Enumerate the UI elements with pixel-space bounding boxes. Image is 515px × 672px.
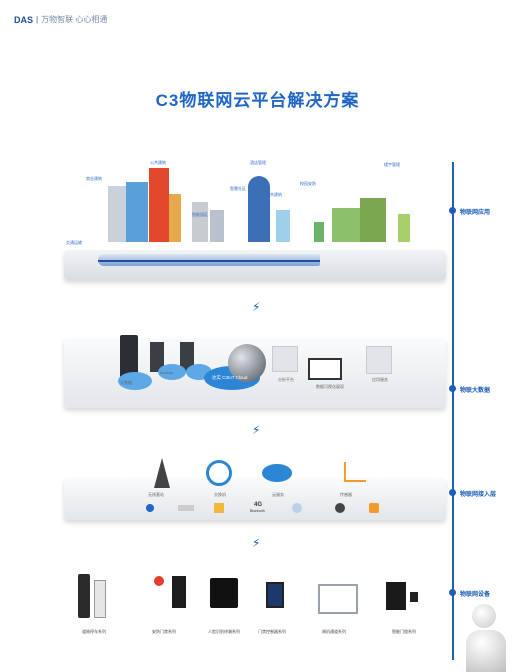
data-label-5: 应用服务 bbox=[372, 377, 388, 382]
header: DAS | 万物智联 心心相通 bbox=[14, 14, 107, 25]
building-orange bbox=[169, 194, 181, 242]
device-kiosk bbox=[172, 576, 186, 608]
access-platform bbox=[64, 478, 446, 520]
cloud-network-icon bbox=[262, 464, 292, 482]
zigbee-icon bbox=[292, 503, 302, 513]
tower-icon bbox=[154, 458, 170, 488]
device-face-terminal bbox=[210, 578, 238, 608]
device-terminal-2 bbox=[94, 580, 106, 618]
layer-dot-access bbox=[449, 489, 456, 496]
layer-label-data: 物联大数据 bbox=[460, 388, 491, 394]
thinking-figure bbox=[466, 604, 510, 672]
cloud-label: 达实 C3IoT Cloud bbox=[212, 375, 248, 380]
device-caption-6: 智能门锁系列 bbox=[392, 629, 416, 634]
layer-axis-line bbox=[452, 162, 454, 660]
layer-dot-app bbox=[449, 207, 456, 214]
city-scene bbox=[64, 162, 446, 284]
protocol-bluetooth: Bluetooth bbox=[250, 509, 265, 513]
layer-dot-data bbox=[449, 385, 456, 392]
device-terminal-1 bbox=[78, 574, 90, 618]
building-glass bbox=[276, 210, 290, 242]
flow-arrow-2: ⚡ bbox=[252, 423, 261, 437]
network-tree-icon bbox=[344, 462, 366, 482]
brand-logo: DAS bbox=[14, 14, 34, 25]
app-label-2: 商业建筑 bbox=[86, 176, 102, 181]
building-light bbox=[398, 214, 410, 242]
sensor-icon bbox=[214, 503, 224, 513]
page-title: C3物联网云平台解决方案 bbox=[155, 91, 360, 110]
layer-label-access: 物联网接入层 bbox=[460, 492, 497, 498]
switch-icon bbox=[178, 505, 194, 511]
app-label-7: 校园安防 bbox=[300, 181, 316, 186]
monitor-icon bbox=[308, 358, 342, 380]
access-label-4: 传感器 bbox=[340, 492, 352, 497]
device-caption-3: 人脸识别终端系列 bbox=[208, 629, 240, 634]
building-dome bbox=[248, 176, 270, 242]
cloud-small-1 bbox=[118, 372, 152, 390]
access-label-1: 无线基站 bbox=[148, 492, 164, 497]
server-rack-2 bbox=[150, 342, 164, 372]
storage-2 bbox=[366, 346, 392, 374]
device-caption-4: 门禁控制器系列 bbox=[258, 629, 286, 634]
building-green bbox=[360, 198, 386, 242]
app-label-5: 智能园区 bbox=[192, 212, 208, 217]
app-label-6: 公共建筑 bbox=[266, 192, 282, 197]
access-label-3: 云服务 bbox=[272, 492, 284, 497]
app-label-3: 酒店管理 bbox=[250, 160, 266, 165]
data-label-1: 大数据 bbox=[120, 380, 132, 385]
app-label-9: 交通运输 bbox=[66, 240, 82, 245]
shuffle-icon bbox=[335, 503, 345, 513]
data-label-3: 分析平台 bbox=[278, 377, 294, 382]
train-stripe bbox=[98, 260, 320, 262]
storage-1 bbox=[272, 346, 298, 372]
device-caption-2: 安防门禁系列 bbox=[152, 629, 176, 634]
flow-arrow-3: ⚡ bbox=[252, 536, 261, 550]
app-label-4: 智慧社区 bbox=[230, 186, 246, 191]
data-label-4: 数据可视化展现 bbox=[316, 384, 344, 389]
data-label-2: Backup bbox=[160, 370, 174, 375]
tree-green bbox=[314, 222, 324, 242]
protocol-4g: 4G bbox=[254, 502, 263, 508]
cloud-small-2 bbox=[158, 364, 186, 380]
building-gray bbox=[108, 186, 126, 242]
flow-arrow-1: ⚡ bbox=[252, 300, 261, 314]
layer-label-device: 物联网设备 bbox=[460, 592, 491, 598]
building-red bbox=[149, 168, 169, 242]
device-lock bbox=[410, 592, 418, 602]
header-tagline: 万物智联 心心相通 bbox=[41, 15, 108, 24]
layer-dot-device bbox=[449, 589, 456, 596]
device-gate bbox=[318, 584, 358, 614]
building-small bbox=[210, 210, 224, 242]
app-label-1: 公共建筑 bbox=[150, 160, 166, 165]
building-blue bbox=[126, 182, 148, 242]
device-tablet bbox=[266, 582, 284, 608]
layer-label-app: 物联网应用 bbox=[460, 210, 491, 216]
globe-icon bbox=[228, 344, 266, 382]
rss-icon bbox=[369, 503, 379, 513]
wifi-icon bbox=[146, 504, 154, 512]
device-caption-5: 闸机通道系列 bbox=[322, 629, 346, 634]
building-tower bbox=[192, 202, 208, 242]
app-label-8: 楼宇管理 bbox=[384, 162, 400, 167]
device-controller bbox=[386, 582, 406, 610]
device-alarm bbox=[154, 576, 164, 586]
header-separator: | bbox=[36, 15, 39, 24]
sync-icon bbox=[206, 460, 232, 486]
device-caption-1: 道闸停车系列 bbox=[82, 629, 106, 634]
access-label-2: 交换机 bbox=[214, 492, 226, 497]
server-rack-1 bbox=[120, 335, 138, 379]
